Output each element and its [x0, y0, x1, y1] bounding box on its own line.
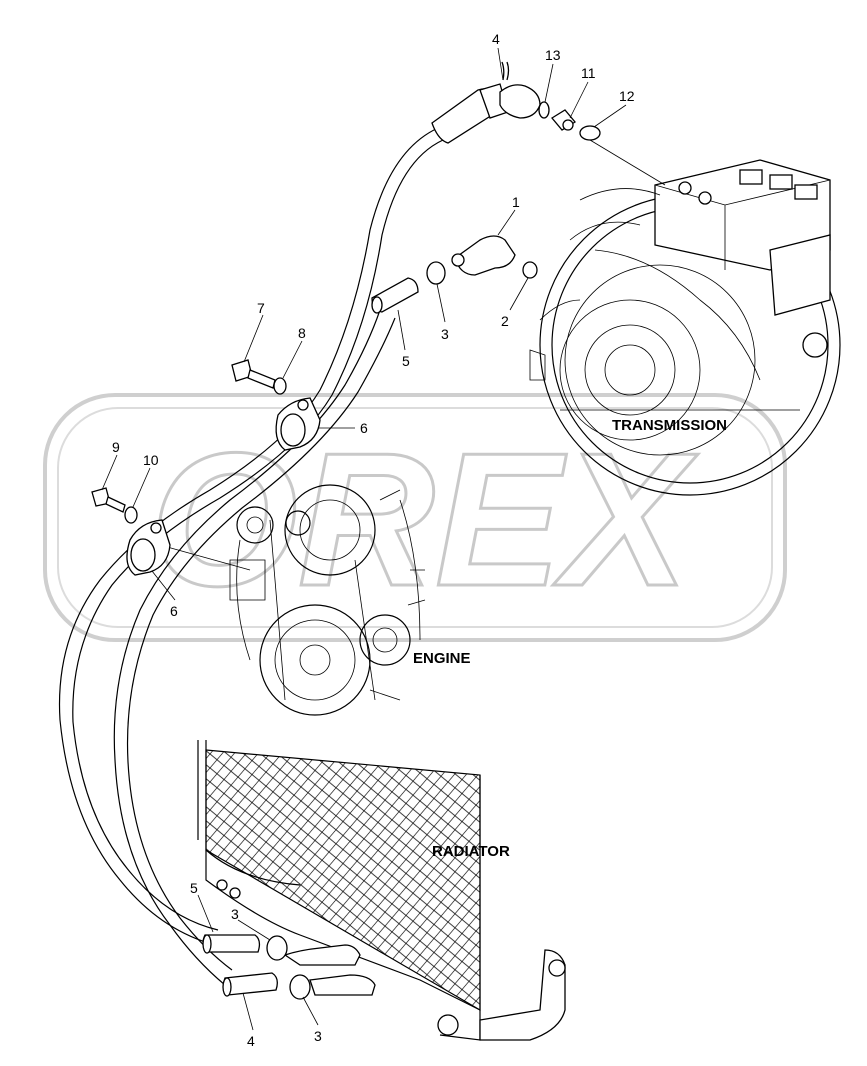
callout-1: 1 [512, 194, 520, 210]
callout-4-lower: 4 [247, 1033, 255, 1049]
callout-12: 12 [619, 88, 635, 104]
callout-10: 10 [143, 452, 159, 468]
callout-5: 5 [402, 353, 410, 369]
fasteners [91, 359, 287, 524]
radiator-label: RADIATOR [432, 843, 510, 860]
engine-label: ENGINE [413, 650, 471, 667]
callout-7: 7 [257, 300, 265, 316]
transmission-drawing [529, 139, 841, 496]
callout-8: 8 [298, 325, 306, 341]
callout-5-lower: 5 [190, 880, 198, 896]
callout-9: 9 [112, 439, 120, 455]
transmission-label: TRANSMISSION [612, 417, 727, 434]
callout-6-lower: 6 [170, 603, 178, 619]
callout-3: 3 [441, 326, 449, 342]
callout-3-lower: 3 [231, 906, 239, 922]
callout-13: 13 [545, 47, 561, 63]
callout-11: 11 [581, 65, 596, 81]
watermark-text: OREX [150, 414, 699, 626]
fittings-bottom [202, 934, 311, 1000]
callout-4: 4 [492, 31, 500, 47]
callouts: 4 13 11 12 1 2 3 5 7 8 6 9 10 6 5 3 4 3 [112, 31, 635, 1049]
radiator-drawing [197, 740, 566, 1041]
engine-drawing [159, 484, 426, 716]
callout-6: 6 [360, 420, 368, 436]
callout-3-bottom: 3 [314, 1028, 322, 1044]
leader-lines [101, 47, 627, 1031]
watermark-logo: OREX [43, 393, 787, 642]
fittings-top [371, 61, 601, 314]
callout-2: 2 [501, 313, 509, 329]
brackets [126, 397, 321, 576]
